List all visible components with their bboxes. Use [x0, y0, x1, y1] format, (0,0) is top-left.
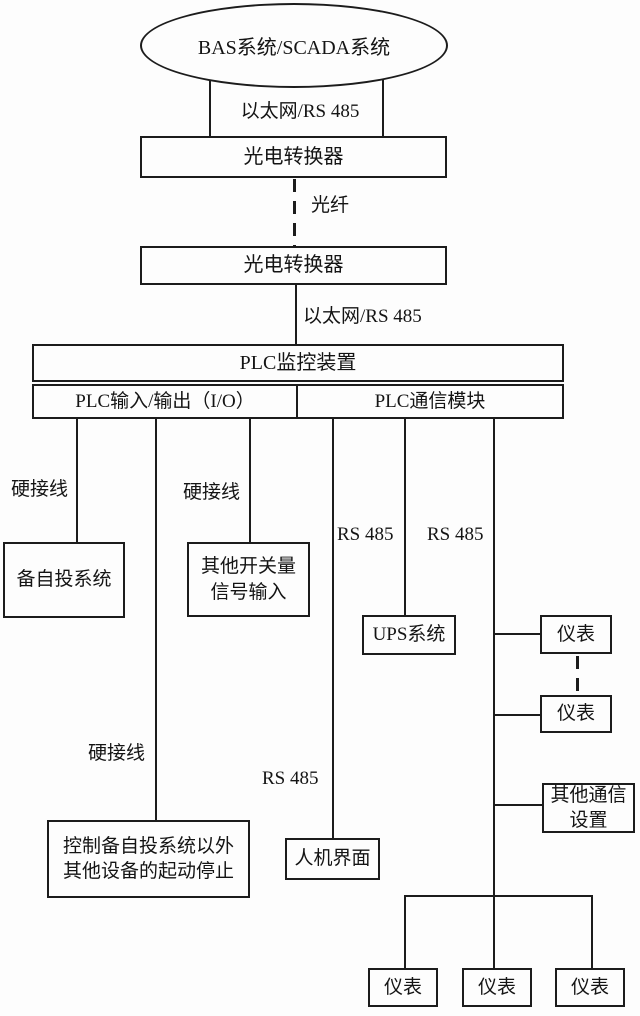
- edge-meter1-meter2-dashed: [576, 656, 579, 694]
- edge-io-switch-input: [249, 419, 251, 542]
- edge-junction-meter-b2: [493, 895, 495, 968]
- node-meter-right-1: 仪表: [540, 615, 612, 654]
- edge-label-ethernet-bottom: 以太网/RS 485: [303, 306, 422, 327]
- node-other-comm-settings: 其他通信 设置: [542, 783, 635, 833]
- node-converter-bottom: 光电转换器: [140, 246, 447, 285]
- edge-bus-meter1: [495, 633, 540, 635]
- edge-ellipse-converter-left: [209, 72, 211, 136]
- edge-comm-ups: [404, 419, 406, 615]
- node-meter-bottom-1: 仪表: [368, 968, 438, 1007]
- node-plc-io: PLC输入/输出（I/O）: [32, 384, 298, 419]
- node-control-other-devices: 控制备自投系统以外 其他设备的起动停止: [47, 820, 250, 898]
- node-bas-scada-label: BAS系统/SCADA系统: [197, 37, 391, 59]
- edge-comm-hmi: [332, 419, 334, 838]
- edge-label-hardwire-bottom: 硬接线: [88, 743, 146, 764]
- edge-label-rs485-hmi: RS 485: [262, 768, 319, 789]
- edge-io-backup: [76, 419, 78, 542]
- node-meter-bottom-3: 仪表: [555, 968, 625, 1007]
- edge-junction-meter-b1: [404, 895, 406, 968]
- node-plc-comm: PLC通信模块: [296, 384, 564, 419]
- edge-junction-meter-b3: [591, 895, 593, 968]
- edge-io-control: [155, 419, 157, 820]
- edge-ellipse-converter-right: [382, 72, 384, 136]
- node-bas-scada-system: BAS系统/SCADA系统: [140, 3, 448, 88]
- edge-label-rs485-ups: RS 485: [337, 524, 394, 545]
- node-hmi: 人机界面: [285, 838, 380, 880]
- edge-bus-other-comm: [495, 804, 542, 806]
- edge-fiber-dashed: [293, 179, 296, 246]
- node-plc-monitor: PLC监控装置: [32, 344, 564, 382]
- node-meter-right-2: 仪表: [540, 695, 612, 733]
- node-other-switch-input: 其他开关量 信号输入: [187, 542, 310, 617]
- node-ups-system: UPS系统: [362, 615, 456, 655]
- edge-comm-bus: [493, 419, 495, 897]
- edge-converter-plc: [295, 285, 297, 345]
- edge-label-rs485-bus: RS 485: [427, 524, 484, 545]
- edge-bottom-junction: [404, 895, 593, 897]
- edge-label-fiber: 光纤: [311, 195, 350, 216]
- edge-label-hardwire-left: 硬接线: [11, 479, 69, 500]
- edge-label-ethernet-top: 以太网/RS 485: [240, 101, 360, 122]
- node-backup-system: 备自投系统: [3, 542, 125, 618]
- node-meter-bottom-2: 仪表: [462, 968, 532, 1007]
- edge-label-hardwire-mid: 硬接线: [183, 482, 241, 503]
- edge-bus-meter2: [495, 714, 540, 716]
- node-converter-top: 光电转换器: [140, 136, 447, 178]
